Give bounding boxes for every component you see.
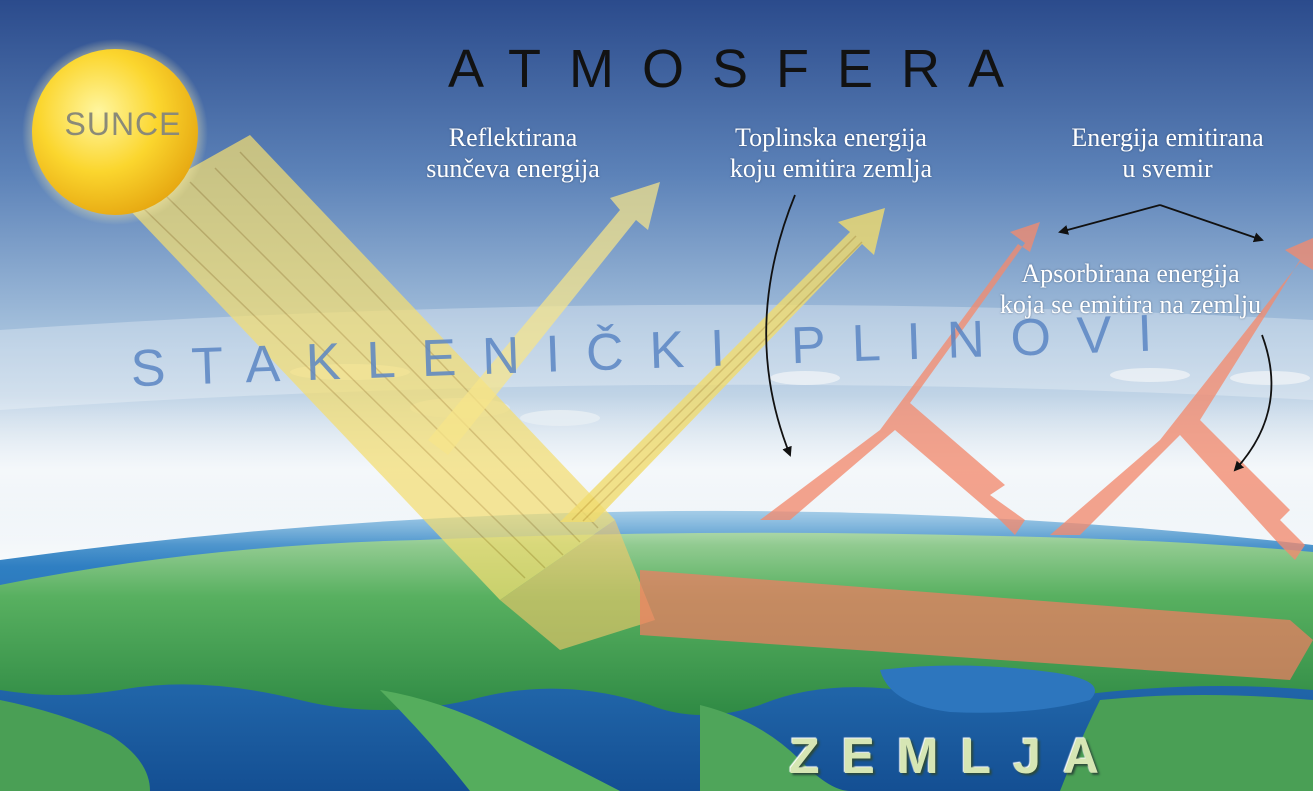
absorbed-callout-arrow	[1233, 334, 1273, 472]
cloud-puff	[1230, 371, 1310, 385]
space-emission-line-2: u svemir	[1122, 154, 1213, 183]
earth-label: ZEMLJA	[789, 728, 1121, 784]
thermal-callout-arrow	[765, 194, 796, 457]
earth-peninsula-east	[700, 705, 850, 791]
space-callout-arrow-right	[1159, 204, 1264, 243]
space-emission-label: Energija emitirana u svemir	[1035, 122, 1300, 184]
sun	[22, 39, 208, 225]
reflected-solar-arrow	[428, 182, 660, 455]
earth-peninsula	[380, 690, 620, 791]
thermal-arrow-right	[1030, 238, 1313, 560]
reflected-energy-line-1: Reflektirana	[448, 123, 578, 152]
atmosphere-title: ATMOSFERA	[447, 39, 1032, 99]
earth-inland-sea	[880, 665, 1095, 713]
absorbed-energy-line-2: koja se emitira na zemlju	[999, 290, 1262, 319]
thermal-arrow-left	[735, 222, 1040, 535]
cloud-puff	[1110, 368, 1190, 382]
incoming-solar-beam	[125, 135, 655, 650]
space-emission-line-1: Energija emitirana	[1071, 123, 1264, 152]
absorbed-energy-label: Apsorbirana energija koja se emitira na …	[953, 258, 1308, 320]
earth-land-east	[1060, 695, 1313, 791]
reflected-surface-arrow	[560, 208, 885, 522]
cloud-puff	[520, 410, 600, 426]
sun-label: SUNCE	[64, 106, 182, 142]
reflected-energy-line-2: sunčeva energija	[426, 154, 600, 183]
thermal-energy-line-2: koju emitira zemlja	[729, 154, 933, 183]
thermal-energy-label: Toplinska energija koju emitira zemlja	[686, 122, 976, 184]
earth-land-west	[0, 700, 150, 791]
thermal-energy-line-1: Toplinska energija	[735, 123, 927, 152]
absorbed-energy-line-1: Apsorbirana energija	[1021, 259, 1240, 288]
reflected-energy-label: Reflektirana sunčeva energija	[393, 122, 633, 184]
cloud-haze	[0, 395, 1313, 545]
space-callout-arrow-left	[1058, 204, 1161, 235]
thermal-surface-band	[640, 570, 1313, 680]
cloud-puff	[770, 371, 840, 385]
